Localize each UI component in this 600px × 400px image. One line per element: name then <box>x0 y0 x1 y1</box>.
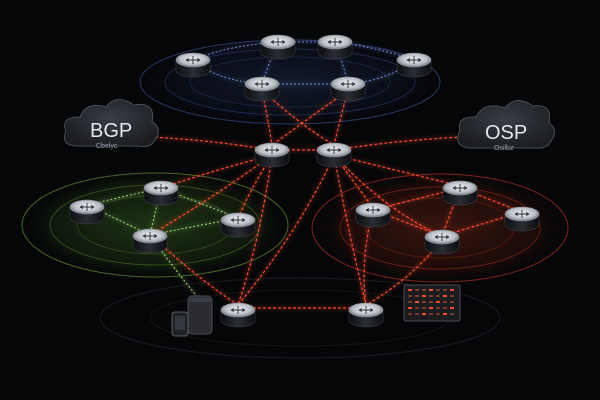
bottom-router-1 <box>220 302 256 328</box>
top-router-1 <box>175 52 211 78</box>
right-zone <box>305 168 575 288</box>
bgp-cloud: BGP Cbelyc <box>64 99 159 150</box>
phone-device <box>171 311 189 337</box>
right-router-4 <box>424 229 460 255</box>
right-router-1 <box>355 202 391 228</box>
rack-led <box>422 307 426 309</box>
left-zone <box>15 167 295 283</box>
rack-led <box>422 289 426 291</box>
rack-led <box>408 307 412 309</box>
rack-led <box>436 313 440 315</box>
rack-led <box>436 301 440 303</box>
bgp-label: BGP <box>90 120 132 142</box>
rack-led <box>422 313 426 315</box>
top-router-3 <box>317 34 353 60</box>
top-router-2 <box>260 34 296 60</box>
rack-led <box>436 289 440 291</box>
bgp-sublabel: Cbelyc <box>96 143 118 150</box>
rack-led <box>429 307 433 309</box>
osp-cloud: OSP Osilbz <box>457 100 555 152</box>
osp-label: OSP <box>485 122 527 144</box>
rack-led <box>450 307 454 309</box>
rack-led <box>408 295 412 297</box>
server-tower <box>187 295 213 335</box>
rack-led <box>436 307 440 309</box>
rack-led <box>408 289 412 291</box>
top-router-5 <box>244 76 280 102</box>
rack-led <box>443 313 447 315</box>
routers <box>69 34 540 328</box>
rack-led <box>415 313 419 315</box>
rack-led <box>429 313 433 315</box>
rack-led <box>429 301 433 303</box>
rack-led <box>415 301 419 303</box>
rack-led <box>450 289 454 291</box>
rack-led <box>429 289 433 291</box>
rack-led <box>422 301 426 303</box>
rack-led <box>436 295 440 297</box>
rack-led <box>443 289 447 291</box>
rack-server <box>403 284 461 322</box>
rack-led <box>408 313 412 315</box>
left-router-1 <box>69 199 105 225</box>
left-router-2 <box>143 180 179 206</box>
rack-led <box>408 301 412 303</box>
left-router-4 <box>132 228 168 254</box>
rack-led <box>450 301 454 303</box>
rack-led <box>415 307 419 309</box>
right-router-3 <box>504 206 540 232</box>
rack-led <box>443 301 447 303</box>
top-router-4 <box>396 52 432 78</box>
osp-sublabel: Osilbz <box>494 145 514 152</box>
rack-led <box>443 307 447 309</box>
rack-led <box>415 289 419 291</box>
rack-led <box>415 295 419 297</box>
rack-led <box>443 295 447 297</box>
top-router-6 <box>330 76 366 102</box>
mid-router-1 <box>254 142 290 168</box>
bottom-router-2 <box>348 302 384 328</box>
rack-led <box>450 295 454 297</box>
rack-led <box>450 313 454 315</box>
rack-led <box>422 295 426 297</box>
right-router-2 <box>442 180 478 206</box>
mid-router-2 <box>316 142 352 168</box>
left-router-3 <box>220 212 256 238</box>
rack-led <box>429 295 433 297</box>
